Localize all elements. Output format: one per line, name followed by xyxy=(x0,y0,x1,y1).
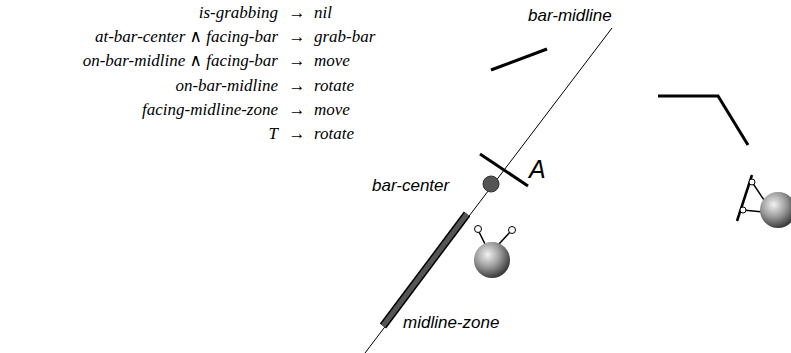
rule-action: nil xyxy=(314,4,332,21)
rule-condition: T xyxy=(269,125,278,142)
bent-bar xyxy=(658,96,748,145)
rule-action: move xyxy=(314,101,350,118)
rule-action: move xyxy=(314,52,350,69)
point-label: bar-center xyxy=(372,177,449,194)
line-label: bar-midline xyxy=(528,7,612,24)
rule-action: grab-bar xyxy=(314,28,375,45)
rule-arrow: → xyxy=(289,125,306,142)
midline-zone-bar xyxy=(383,214,467,326)
bar xyxy=(491,49,547,70)
rule-condition: is-grabbing xyxy=(199,4,278,21)
rule-condition: facing-midline-zone xyxy=(142,101,278,118)
bar-center-dot xyxy=(483,176,499,192)
rule-action: rotate xyxy=(314,77,354,94)
midline xyxy=(365,28,612,353)
rule-arrow: → xyxy=(289,28,306,45)
rule-condition: at-bar-center ∧ facing-bar xyxy=(95,28,278,45)
rule-arrow: → xyxy=(289,77,306,94)
robot xyxy=(737,175,791,228)
rule-condition: on-bar-midline ∧ facing-bar xyxy=(83,52,278,69)
rule-action: rotate xyxy=(314,125,354,142)
bar-label: A xyxy=(529,157,546,182)
robot xyxy=(474,226,516,279)
rule-arrow: → xyxy=(289,4,306,21)
rule-arrow: → xyxy=(289,52,306,69)
rule-condition: on-bar-midline xyxy=(175,77,278,94)
rule-arrow: → xyxy=(289,101,306,118)
zone-label: midline-zone xyxy=(403,314,499,331)
